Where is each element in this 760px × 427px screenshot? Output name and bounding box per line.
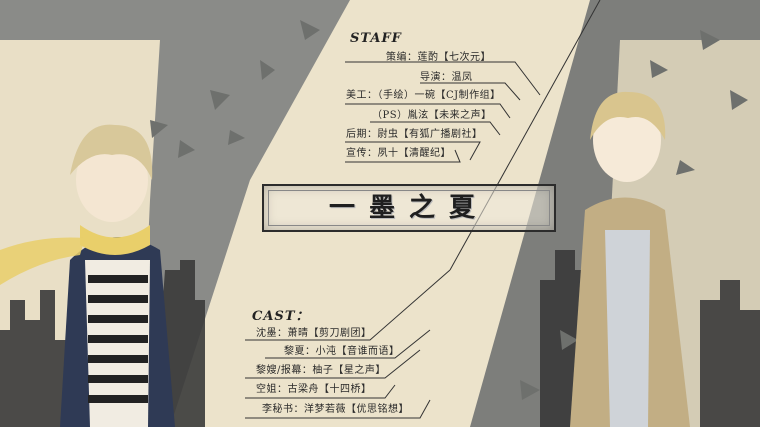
staff-line-promo: 宣传：夙十【清醒纪】 <box>346 148 451 159</box>
staff-line-post: 后期：尉虫【有狐广播剧社】 <box>346 129 483 140</box>
left-character <box>0 124 175 427</box>
cast-line-lixia: 黎夏：小沌【音谁而语】 <box>284 346 400 357</box>
staff-line-art-ps: （PS）胤泫【未来之声】 <box>372 110 492 121</box>
cast-line-lisao: 黎嫂/报幕：柚子【星之声】 <box>256 365 386 376</box>
page-title: 一墨之夏 <box>328 193 489 223</box>
right-city-silhouette <box>540 250 760 427</box>
staff-heading: STAFF <box>350 31 402 46</box>
cast-heading: CAST： <box>252 309 310 324</box>
credit-connector-lines <box>245 0 601 419</box>
staff-line-director: 导演：温凤 <box>420 72 473 83</box>
right-character <box>570 91 690 427</box>
cast-line-shenmo: 沈墨：萧晴【剪刀剧团】 <box>256 328 372 339</box>
staff-line-planner: 策编：莲酌【七次元】 <box>386 52 491 63</box>
title-inner-frame <box>268 190 550 226</box>
cast-line-stewardess: 空姐：古梁舟【十四桥】 <box>256 384 372 395</box>
falling-shards <box>150 20 748 400</box>
title-frame: 一墨之夏 <box>262 184 556 232</box>
cast-line-secretary: 李秘书：洋梦若薇【优思铭想】 <box>262 404 409 415</box>
staff-line-art-hand: 美工：（手绘）一碗【CJ制作组】 <box>346 90 501 101</box>
